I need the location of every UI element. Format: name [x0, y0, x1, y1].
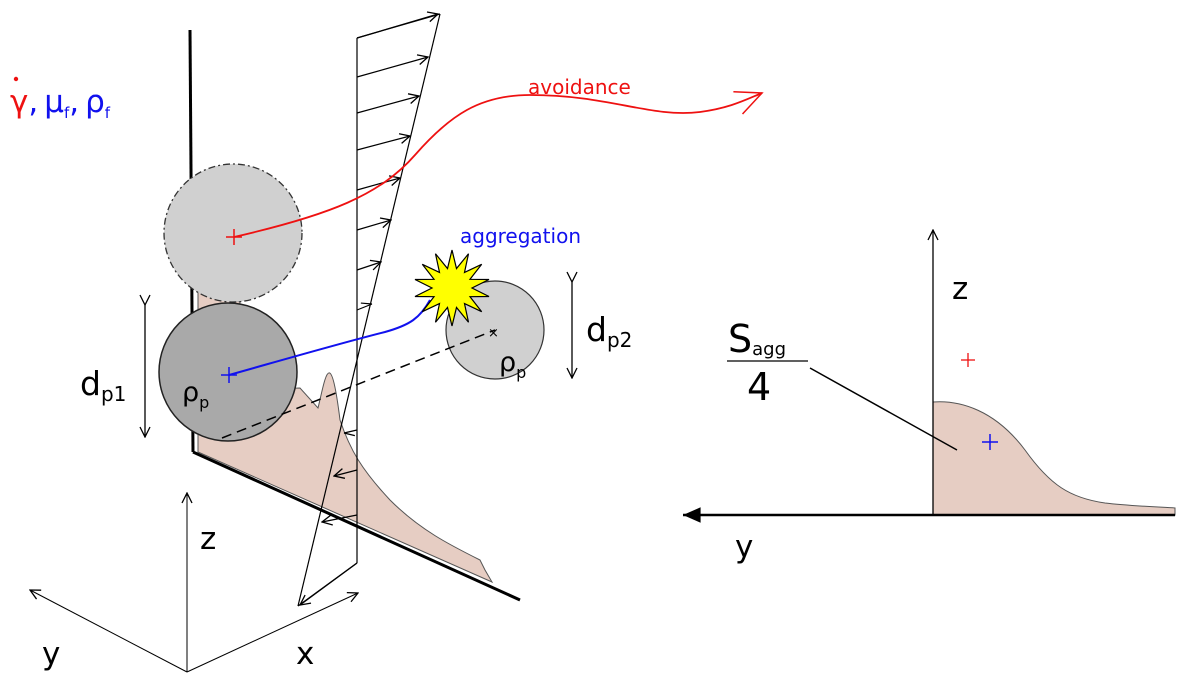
particle-avoidance	[163, 163, 303, 303]
left-axis-x-label: x	[296, 636, 314, 672]
collision-star-icon	[414, 249, 490, 327]
right-blue-marker	[982, 434, 998, 450]
aggregation-path	[228, 299, 431, 376]
concentration-profile-right	[932, 401, 1176, 516]
right-axis-y-label: y	[735, 529, 753, 565]
right-red-marker	[961, 353, 975, 367]
particle-avoidance-center	[226, 229, 242, 245]
left-schematic: × γ,μf,ρf avoidance aggregation dp1 dp2 …	[10, 14, 764, 673]
avoidance-label: avoidance	[528, 75, 631, 99]
particle-connection-line	[221, 329, 496, 439]
s-agg-denominator: 4	[747, 365, 771, 409]
left-axes	[30, 493, 358, 673]
avoidance-path	[233, 91, 764, 238]
right-axis-z-label: z	[952, 271, 968, 307]
aggregation-label: aggregation	[460, 224, 581, 248]
particle-1-center	[221, 367, 237, 383]
shear-velocity-plane	[297, 14, 441, 607]
right-profile-panel: z y Sagg 4	[683, 230, 1176, 565]
left-axis-y-label: y	[42, 636, 60, 672]
flow-parameters-label: γ,μf,ρf	[10, 84, 111, 122]
left-axis-z-label: z	[200, 521, 216, 557]
rho-p2-label: ρp	[499, 347, 526, 382]
d-p1-label: dp1	[80, 364, 126, 406]
gamma-dot-mark	[13, 76, 19, 82]
rho-p1-label: ρp	[182, 377, 209, 412]
d-p2-label: dp2	[586, 310, 632, 352]
s-agg-numerator: Sagg	[728, 317, 786, 361]
s-agg-leader-line	[809, 367, 958, 451]
particle-2-center-mark: ×	[488, 326, 499, 341]
particle-1	[158, 302, 298, 442]
